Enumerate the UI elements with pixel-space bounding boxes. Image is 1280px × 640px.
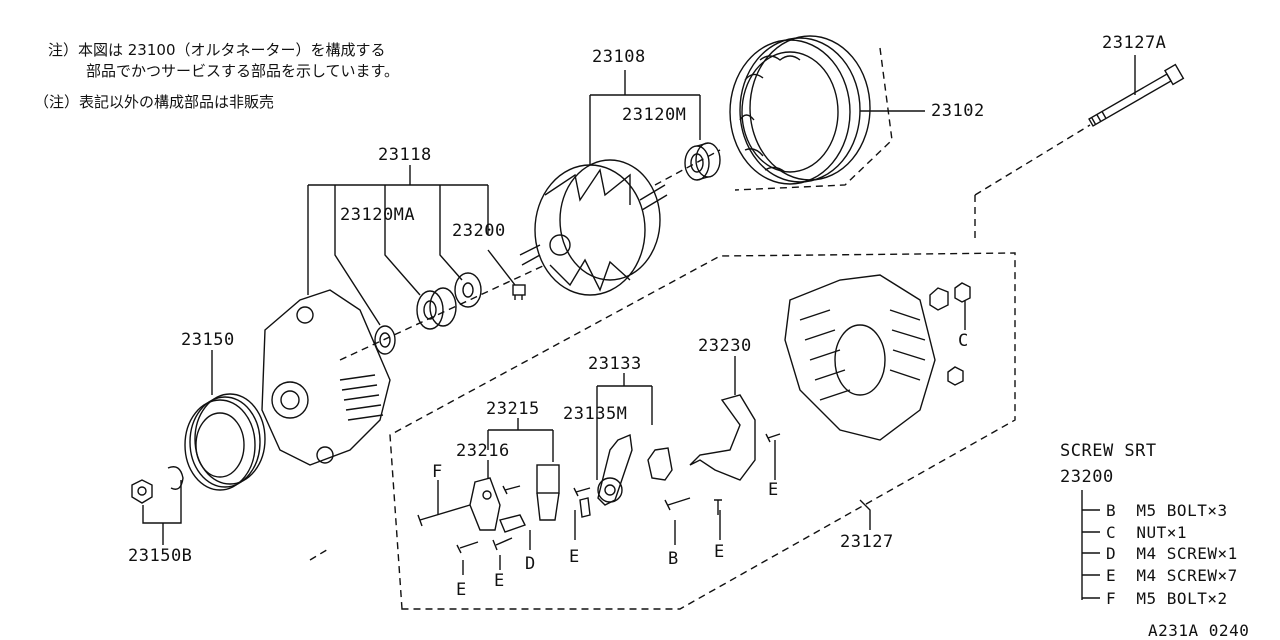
- figure-code: A231A 0240: [1148, 621, 1250, 640]
- part-label-23150: 23150: [181, 330, 235, 350]
- regulator: [536, 464, 560, 521]
- part-label-23127a: 23127A: [1102, 33, 1167, 53]
- screw-set-item: C NUT×1: [1106, 523, 1188, 542]
- part-label-23133: 23133: [588, 354, 642, 374]
- part-label-23120ma: 23120MA: [340, 205, 416, 225]
- part-label-23135m: 23135M: [563, 404, 628, 424]
- screw-set-item: F M5 BOLT×2: [1106, 589, 1228, 608]
- front-bracket: [261, 289, 391, 466]
- brush-holder: [469, 477, 501, 531]
- rectifier: [597, 434, 633, 506]
- part-label-23108: 23108: [592, 47, 646, 67]
- letter-label-c: C: [958, 331, 969, 351]
- screw-set-item: D M4 SCREW×1: [1106, 544, 1238, 563]
- nut-c: [929, 282, 971, 386]
- front-bearing: [416, 287, 457, 330]
- rear-bracket: [784, 274, 936, 441]
- letter-label-d: D: [525, 554, 536, 574]
- letter-label-b: B: [668, 549, 679, 569]
- screw-set-part-number: 23200: [1060, 467, 1114, 487]
- screw-set-item: B M5 BOLT×3: [1106, 501, 1228, 520]
- pulley: [184, 393, 266, 491]
- letter-label-e: E: [768, 480, 779, 500]
- bearing-rear: [684, 142, 721, 181]
- letter-label-e: E: [494, 571, 505, 591]
- gasket: [647, 447, 673, 481]
- note-line-1: 注）本図は 23100（オルタネーター）を構成する: [48, 41, 386, 59]
- rotor: [519, 159, 668, 296]
- part-label-23102: 23102: [931, 101, 985, 121]
- part-label-23118: 23118: [378, 145, 432, 165]
- pulley-nut: [131, 479, 153, 504]
- letter-label-e: E: [569, 547, 580, 567]
- bolts-and-screws: [417, 433, 781, 554]
- part-label-23120m: 23120M: [622, 105, 687, 125]
- part-label-23216: 23216: [456, 441, 510, 461]
- letter-label-f: F: [432, 462, 443, 482]
- screw-set-item: E M4 SCREW×7: [1106, 566, 1238, 585]
- letter-label-e: E: [714, 542, 725, 562]
- bearing-retainer: [454, 272, 482, 308]
- stator: [729, 35, 871, 185]
- part-label-23230: 23230: [698, 336, 752, 356]
- spacer: [374, 325, 396, 355]
- washer: [167, 466, 184, 490]
- rectifier-cover: [689, 394, 756, 481]
- rear-assembly-outline: [389, 252, 1016, 610]
- small-screw-23200: [512, 284, 526, 300]
- letter-label-e: E: [456, 580, 467, 600]
- part-label-23215: 23215: [486, 399, 540, 419]
- part-label-23150b: 23150B: [128, 546, 193, 566]
- note-line-2: 部品でかつサービスする部品を示しています。: [86, 62, 400, 80]
- part-label-23127: 23127: [840, 532, 894, 552]
- part-label-23200: 23200: [452, 221, 506, 241]
- through-bolt: [1088, 63, 1185, 127]
- note-line-3: （注）表記以外の構成部品は非販売: [34, 93, 275, 111]
- screw-set-title: SCREW SRT: [1060, 441, 1157, 461]
